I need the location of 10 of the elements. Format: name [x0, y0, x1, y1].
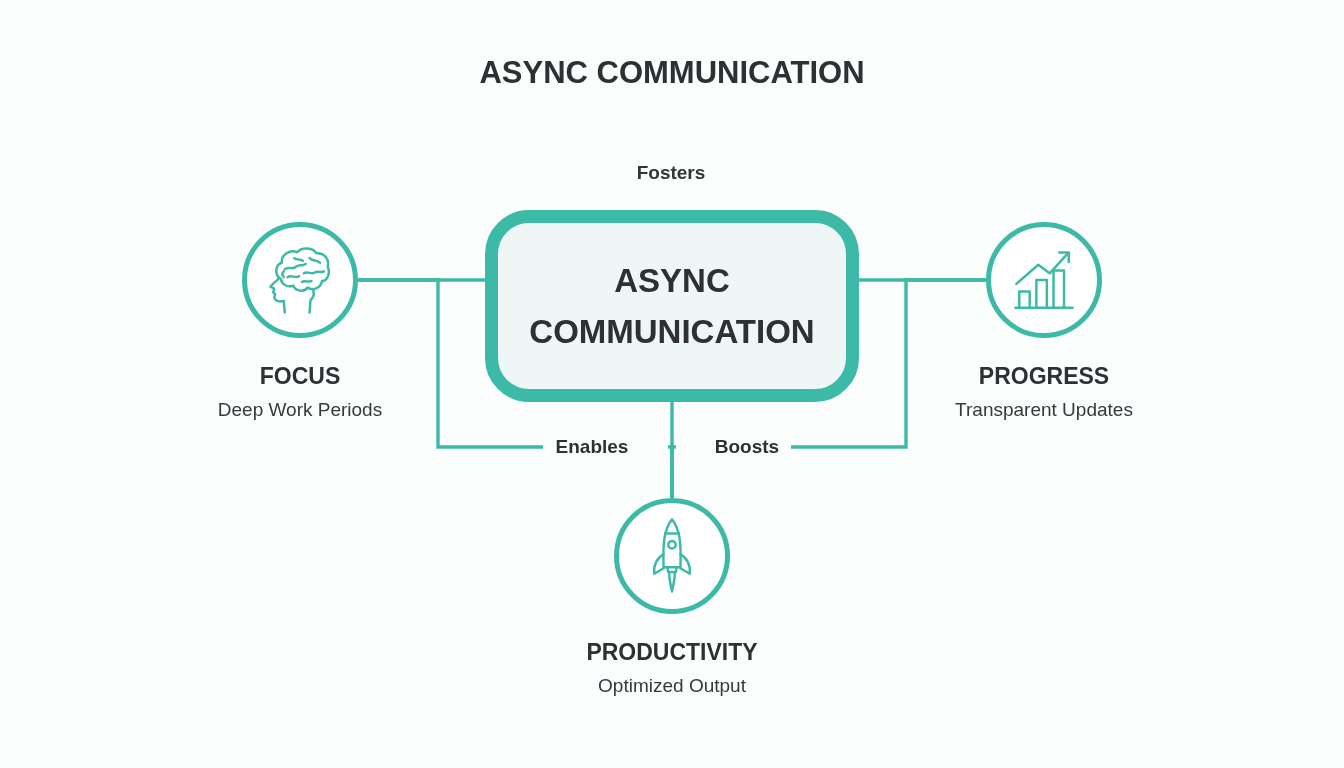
process-box — [485, 210, 859, 402]
caption-text: Deep Work Periods — [217, 398, 383, 422]
caption-heading: PROGRESS — [978, 362, 1110, 390]
caption-heading: PRODUCTIVITY — [586, 638, 758, 666]
caption-text: Transparent Updates — [955, 398, 1133, 422]
diagram-title: ASYNC COMMUNICATION — [479, 54, 865, 92]
caption-text: Optimized Output — [598, 674, 746, 698]
annotation-text: Fosters — [636, 161, 706, 185]
box-label: ASYNC COMMUNICATION — [529, 261, 815, 352]
caption-heading: FOCUS — [259, 362, 341, 390]
